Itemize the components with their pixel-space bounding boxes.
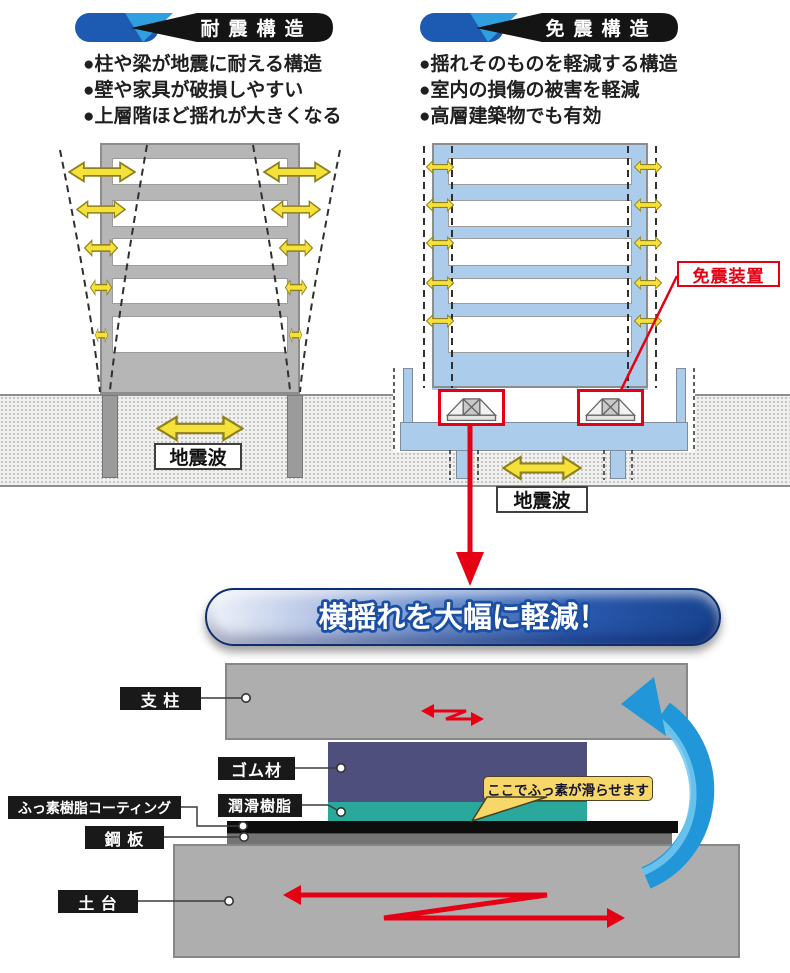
base-label-text: 土 台 <box>78 895 118 913</box>
pit-wall-right <box>676 368 686 423</box>
floor-marker <box>634 314 662 328</box>
seismic-wave-text: 地震波 <box>169 448 227 469</box>
fluoro-coating-label-text: ふっ素樹脂コーティング <box>17 799 172 816</box>
sway-arrow <box>285 279 307 296</box>
pillar-label-text: 支 柱 <box>140 692 181 710</box>
seismic-wave-label-right: 地震波 <box>496 486 588 513</box>
floor-marker <box>426 314 454 328</box>
fluoro-coating-label: ふっ素樹脂コーティング <box>8 796 181 819</box>
steel-plate-layer <box>227 833 672 844</box>
floor-marker <box>426 198 454 212</box>
steel-plate-label: 鋼 板 <box>85 826 164 849</box>
bullet-item: ●柱や梁が地震に耐える構造 <box>83 54 322 75</box>
fluoro-callout-text: ここでふっ素が滑らせます <box>487 782 649 798</box>
floor <box>448 158 632 185</box>
banner: 横揺れを大幅に軽減！ <box>205 588 721 646</box>
left-building-pile-right <box>287 395 303 478</box>
sway-arrow <box>279 239 313 257</box>
sway-arrow <box>84 239 118 257</box>
bearing-icon <box>441 392 502 423</box>
floor <box>112 238 288 266</box>
menshin-building <box>432 143 648 388</box>
floor <box>448 200 632 227</box>
bullet-item: ●室内の損傷の被害を軽減 <box>419 80 640 101</box>
isolation-device-label: 免震装置 <box>677 261 780 287</box>
floor-marker <box>426 160 454 174</box>
lubricant-label: 潤滑樹脂 <box>218 794 302 817</box>
left-building-pile-left <box>102 395 118 478</box>
bullet-item: ●高層建築物でも有効 <box>419 106 602 127</box>
pillar-label: 支 柱 <box>120 687 201 710</box>
menshin-title: 免震構造 <box>545 18 658 40</box>
lubricant-label-text: 潤滑樹脂 <box>227 798 292 815</box>
pit-wall-left <box>403 368 413 423</box>
seismic-wave-arrow <box>156 415 244 442</box>
isolation-device-right <box>577 389 644 426</box>
taishin-bullets: ●柱や梁が地震に耐える構造 ●壁や家具が破損しやすい ●上層階ほど揺れが大きくな… <box>83 52 341 130</box>
right-pile-right <box>610 450 626 479</box>
banner-text: 横揺れを大幅に軽減！ <box>319 602 608 634</box>
floor <box>112 200 288 227</box>
floor-marker <box>634 198 662 212</box>
fluoro-callout: ここでふっ素が滑らせます <box>483 776 653 801</box>
bullet-item: ●揺れそのものを軽減する構造 <box>419 54 678 75</box>
sway-arrow <box>90 279 112 296</box>
seismic-wave-arrow <box>502 455 582 481</box>
pillar-block <box>225 663 688 740</box>
sway-arrow <box>263 161 331 183</box>
isolation-device-label-text: 免震装置 <box>692 266 765 286</box>
seismic-wave-text: 地震波 <box>513 491 571 512</box>
rubber-label-text: ゴム材 <box>230 762 282 780</box>
floor <box>112 316 288 353</box>
floor <box>448 316 632 353</box>
floor-marker <box>634 276 662 290</box>
sway-arrow <box>68 161 136 183</box>
floor <box>112 158 288 185</box>
right-pile-left <box>456 450 472 479</box>
sway-arrow <box>289 327 302 343</box>
seismic-wave-label-left: 地震波 <box>154 443 242 470</box>
fluoro-coating-layer <box>227 821 678 833</box>
floor-marker <box>634 236 662 250</box>
bullet-item: ●壁や家具が破損しやすい <box>83 80 304 101</box>
isolation-device-left <box>438 389 505 426</box>
base-label: 土 台 <box>58 890 138 913</box>
sway-arrow <box>95 327 108 343</box>
floor <box>448 278 632 304</box>
lubricant-layer <box>328 802 587 822</box>
floor-marker <box>426 276 454 290</box>
floor-marker <box>634 160 662 174</box>
menshin-bullets: ●揺れそのものを軽減する構造 ●室内の損傷の被害を軽減 ●高層建築物でも有効 <box>419 52 677 130</box>
steel-plate-label-text: 鋼 板 <box>104 831 145 849</box>
sway-arrow <box>271 200 321 219</box>
base-slab <box>400 422 688 451</box>
bullet-item: ●上層階ほど揺れが大きくなる <box>83 106 342 127</box>
floor <box>112 278 288 304</box>
floor-marker <box>426 236 454 250</box>
bearing-icon <box>580 392 641 423</box>
taishin-header-badge: 耐震構造 <box>75 9 335 45</box>
menshin-header-badge: 免震構造 <box>420 9 680 45</box>
taishin-title: 耐震構造 <box>200 18 313 40</box>
base-block <box>173 844 740 958</box>
floor <box>448 238 632 266</box>
rubber-label: ゴム材 <box>218 757 295 780</box>
sway-arrow <box>76 200 126 219</box>
